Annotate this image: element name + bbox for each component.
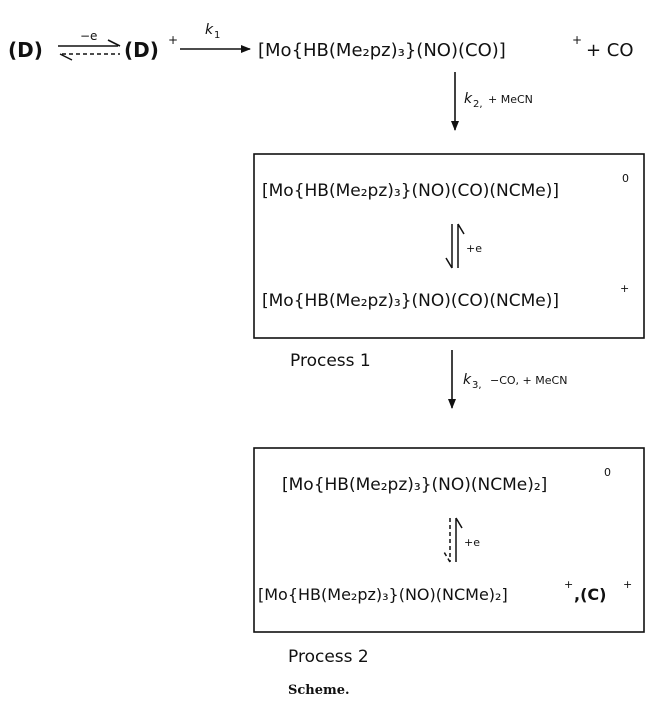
process-2-neutral-charge: 0 bbox=[604, 466, 611, 479]
species-d-right: (D) bbox=[124, 38, 159, 62]
process-1-oxidation-arrow bbox=[457, 223, 465, 268]
species-d-right-charge: + bbox=[168, 33, 178, 47]
process-1-box bbox=[253, 153, 645, 339]
process-2-box bbox=[253, 447, 645, 633]
k1-subscript: 1 bbox=[214, 30, 220, 41]
process-2-oxidation-arrow bbox=[455, 517, 463, 562]
process-2-species-c: ,(C) bbox=[574, 585, 606, 604]
process-2-reduction-dashed-arrow bbox=[443, 518, 451, 563]
process-1-electron-label: +e bbox=[466, 242, 482, 255]
k3-conditions: −CO, + MeCN bbox=[490, 374, 567, 387]
process-2-cation-formula: [Mo{HB(Me₂pz)₃}(NO)(NCMe)₂] bbox=[258, 585, 508, 604]
process-1-label: Process 1 bbox=[290, 351, 371, 371]
reduction-arrow-head bbox=[59, 53, 73, 61]
process-2-label: Process 2 bbox=[288, 647, 369, 667]
species-d-left: (D) bbox=[8, 38, 43, 62]
process-2-electron-label: +e bbox=[464, 536, 480, 549]
k2-label: k bbox=[464, 91, 473, 107]
oxidation-arrow-head bbox=[107, 39, 121, 47]
process-2-species-c-charge: + bbox=[623, 578, 632, 591]
process-1-cation-formula: [Mo{HB(Me₂pz)₃}(NO)(CO)(NCMe)] bbox=[262, 291, 559, 311]
cation-product-charge: + bbox=[572, 33, 582, 47]
k2-subscript: 2, bbox=[473, 99, 483, 110]
process-1-neutral-charge: 0 bbox=[622, 172, 629, 185]
k3-subscript: 3, bbox=[472, 380, 482, 391]
arrow-label-minus-e: −e bbox=[80, 29, 97, 43]
process-1-reduction-arrow bbox=[445, 224, 453, 269]
co-byproduct: + CO bbox=[586, 40, 634, 61]
k2-conditions: + MeCN bbox=[488, 93, 533, 106]
cation-product-formula: [Mo{HB(Me₂pz)₃}(NO)(CO)] bbox=[258, 40, 506, 61]
process-2-cation-charge: + bbox=[564, 578, 573, 591]
k1-label: k bbox=[205, 22, 214, 38]
process-1-neutral-formula: [Mo{HB(Me₂pz)₃}(NO)(CO)(NCMe)] bbox=[262, 181, 559, 201]
k3-label: k bbox=[463, 372, 472, 388]
process-2-neutral-formula: [Mo{HB(Me₂pz)₃}(NO)(NCMe)₂] bbox=[282, 475, 547, 495]
process-1-cation-charge: + bbox=[620, 282, 629, 295]
scheme-caption: Scheme. bbox=[288, 683, 350, 698]
